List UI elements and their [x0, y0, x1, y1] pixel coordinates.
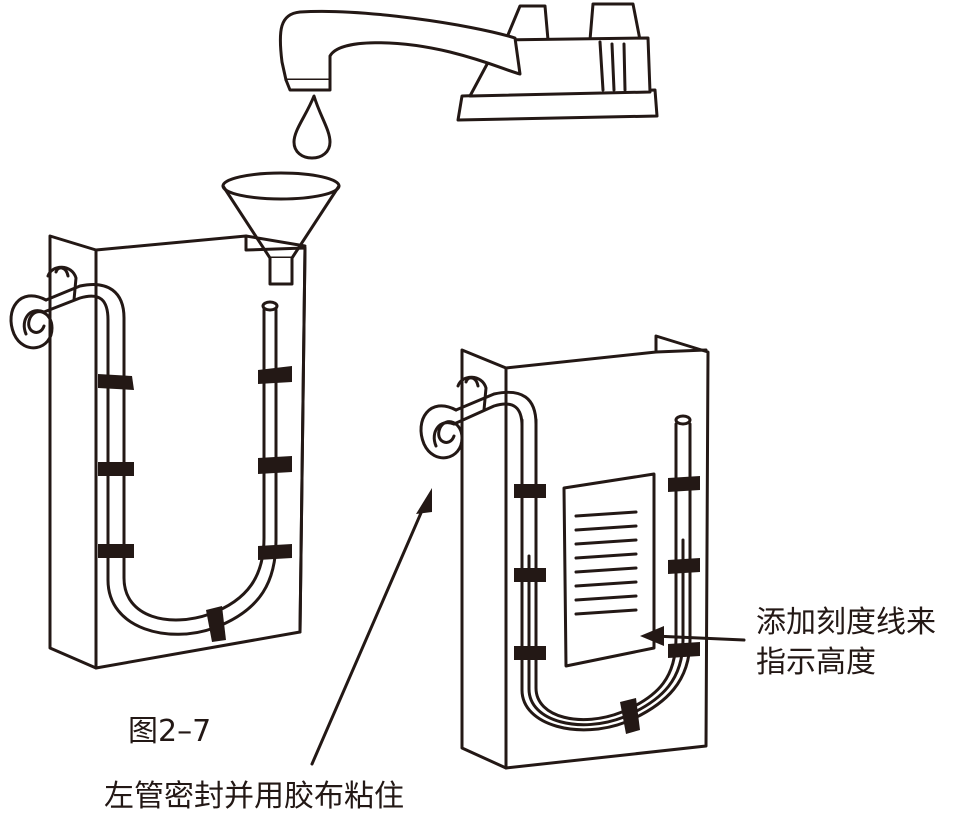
annotation-seal-left-tube: 左管密封并用胶布粘住 [104, 779, 404, 814]
annotation-scale-line1: 添加刻度线来 [756, 605, 936, 640]
arrow-to-scale [640, 626, 746, 646]
tape-strips-right [514, 476, 700, 734]
figure-caption: 图2–7 [128, 714, 212, 749]
arrow-to-sealed-end [310, 488, 432, 766]
annotation-scale: 添加刻度线来 指示高度 [756, 603, 936, 683]
tape-strips-left [98, 366, 292, 642]
funnel-icon [221, 171, 341, 286]
annotation-scale-line2: 指示高度 [756, 645, 876, 680]
left-board [48, 234, 307, 670]
faucet-icon [278, 2, 659, 160]
scale-lines [574, 510, 638, 616]
left-u-tube [9, 265, 279, 636]
sealed-tube-end-icon [9, 294, 54, 350]
height-scale-card [562, 472, 656, 668]
sealed-tube-end-icon [419, 404, 464, 460]
